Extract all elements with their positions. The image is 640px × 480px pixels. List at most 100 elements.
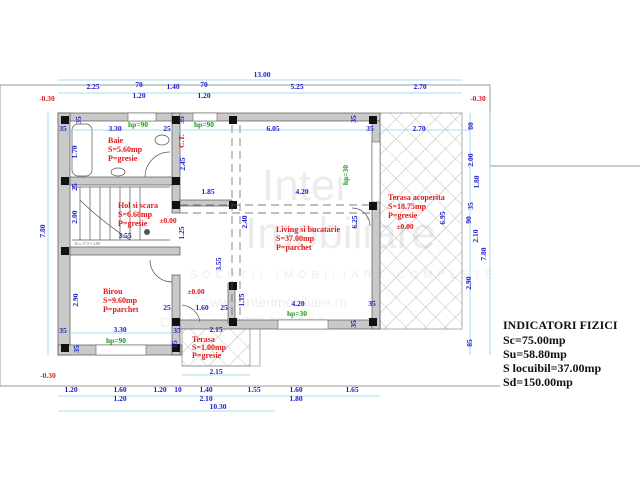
dimension-label: 35	[349, 115, 358, 123]
room-floor: P=gresie	[108, 154, 138, 163]
window-height-label: hp=90	[106, 336, 126, 345]
dimension-label: 2.70	[413, 82, 426, 91]
window-height-label: hp=90	[194, 120, 214, 129]
door-baie	[144, 151, 171, 178]
dimension-label: 35	[177, 116, 186, 124]
room-area: S=5.60mp	[108, 145, 143, 154]
dimension-label: 2.10	[199, 394, 212, 403]
dimension-label: 1.55	[247, 385, 260, 394]
dimension-label: 4.20	[291, 299, 304, 308]
room-area: S=37.00mp	[276, 234, 315, 243]
level-mark: ±0.00	[187, 287, 204, 296]
dimension-label: 35	[368, 299, 376, 308]
room-area: S=6.60mp	[118, 210, 153, 219]
window-height-label: hp=30	[341, 165, 350, 185]
level-mark: -0.30	[39, 94, 55, 103]
level-mark: -0.30	[40, 371, 56, 380]
fixtures	[71, 123, 371, 323]
dimension-label: 1.60	[195, 303, 208, 312]
dimension-label: 1.20	[64, 385, 77, 394]
dimension-label: 1.80	[289, 394, 302, 403]
dimension-label: 1.40	[199, 385, 212, 394]
dimension-label: 6.25	[350, 215, 359, 228]
dimension-label: 1.40	[166, 82, 179, 91]
small-terrace-outline	[182, 328, 261, 367]
svg-text:www.interimobiliare.ro: www.interimobiliare.ro	[209, 294, 347, 310]
bathtub	[71, 123, 93, 177]
dimension-label: 70	[135, 80, 143, 89]
dimension-label: 35	[59, 326, 67, 335]
dimension-label: 35	[349, 320, 358, 328]
dimension-label: 35	[72, 345, 81, 353]
dimension-label: 1.80	[472, 175, 481, 188]
sink	[110, 167, 126, 177]
room-floor: P=gresie	[192, 351, 222, 360]
dimension-label: 1.65	[345, 385, 358, 394]
toilet	[154, 134, 170, 146]
level-mark: -0.30	[470, 94, 486, 103]
dimension-label: 6.95	[438, 211, 447, 224]
room-name: Birou	[103, 287, 123, 296]
dimension-label: 6.05	[266, 124, 279, 133]
dimension-label: 2.90	[71, 293, 80, 306]
covered-terrace-hatch	[379, 112, 463, 330]
room-area: S=1.00mp	[192, 343, 227, 352]
dimension-label: 2.70	[412, 124, 425, 133]
dimension-label: 2.45	[178, 157, 187, 170]
dimension-label: 1.60	[113, 385, 126, 394]
dimension-lines	[47, 79, 491, 412]
dimension-label: 35	[366, 124, 374, 133]
room-floor: P=parchet	[276, 243, 312, 252]
dimension-label: 10	[174, 385, 182, 394]
room-name: Hol si scara	[118, 201, 158, 210]
dimension-label: 25	[70, 183, 79, 191]
dimension-label: 80	[466, 122, 475, 130]
dimension-label: 10.30	[210, 402, 227, 411]
dimension-label: 3.55	[214, 257, 223, 270]
indicators-panel: INDICATORI FIZICI Sc=75.00mp Su=58.80mp …	[503, 318, 618, 389]
room-area: S=18.75mp	[388, 202, 427, 211]
dimension-label: 1.25	[177, 226, 186, 239]
dimension-label: 5.25	[290, 82, 303, 91]
window-height-label: hp=30	[287, 309, 307, 318]
level-mark: ±0.00	[159, 216, 176, 225]
room-floor: P=parchet	[103, 305, 139, 314]
dimension-label: 7.80	[479, 247, 488, 260]
level-mark: ±0.00	[396, 222, 413, 231]
dimension-label: 85	[465, 339, 474, 347]
dimension-label: 1.85	[201, 187, 214, 196]
dimension-label: 1.60	[289, 385, 302, 394]
room-floor: P=gresie	[118, 219, 148, 228]
dimension-label: 35	[466, 202, 475, 210]
dimension-label: 4.20	[295, 187, 308, 196]
small-terrace-hatch	[181, 327, 251, 367]
svg-text:Inter: Inter	[262, 161, 350, 210]
indicator-line: S locuibil=37.00mp	[503, 361, 602, 375]
door-living	[181, 304, 201, 323]
indicators-title: INDICATORI FIZICI	[503, 318, 618, 332]
dimension-label: 35	[173, 326, 181, 335]
dimension-label: 35	[74, 116, 83, 124]
dimension-label: 3.30	[108, 124, 121, 133]
dimension-label: 2.00	[466, 153, 475, 166]
stair-note: 16 x 17.5 = 2.80	[74, 241, 100, 246]
windows	[95, 112, 381, 356]
dimension-label: 25	[163, 124, 171, 133]
room-name: Terasa	[192, 335, 215, 344]
indicator-line: Sd=150.00mp	[503, 375, 573, 389]
room-name: Baie	[108, 136, 124, 145]
dimension-label: 2.15	[209, 367, 222, 376]
dimension-label: 70	[200, 80, 208, 89]
window-height-label: hp=90	[128, 120, 148, 129]
dimension-label: 25	[163, 303, 171, 312]
dimension-label: 1.20	[132, 91, 145, 100]
dimension-label: 13.00	[254, 70, 271, 79]
dimension-label: 25	[220, 303, 228, 312]
dimension-label: 2.90	[464, 276, 473, 289]
dimension-label: 2.25	[86, 82, 99, 91]
dimension-label: 1.20	[113, 394, 126, 403]
dimension-label: 2.40	[240, 215, 249, 228]
dimension-label: 1.15	[237, 293, 246, 306]
dimension-label: 7.80	[38, 224, 47, 237]
dimension-label: 35	[59, 124, 67, 133]
